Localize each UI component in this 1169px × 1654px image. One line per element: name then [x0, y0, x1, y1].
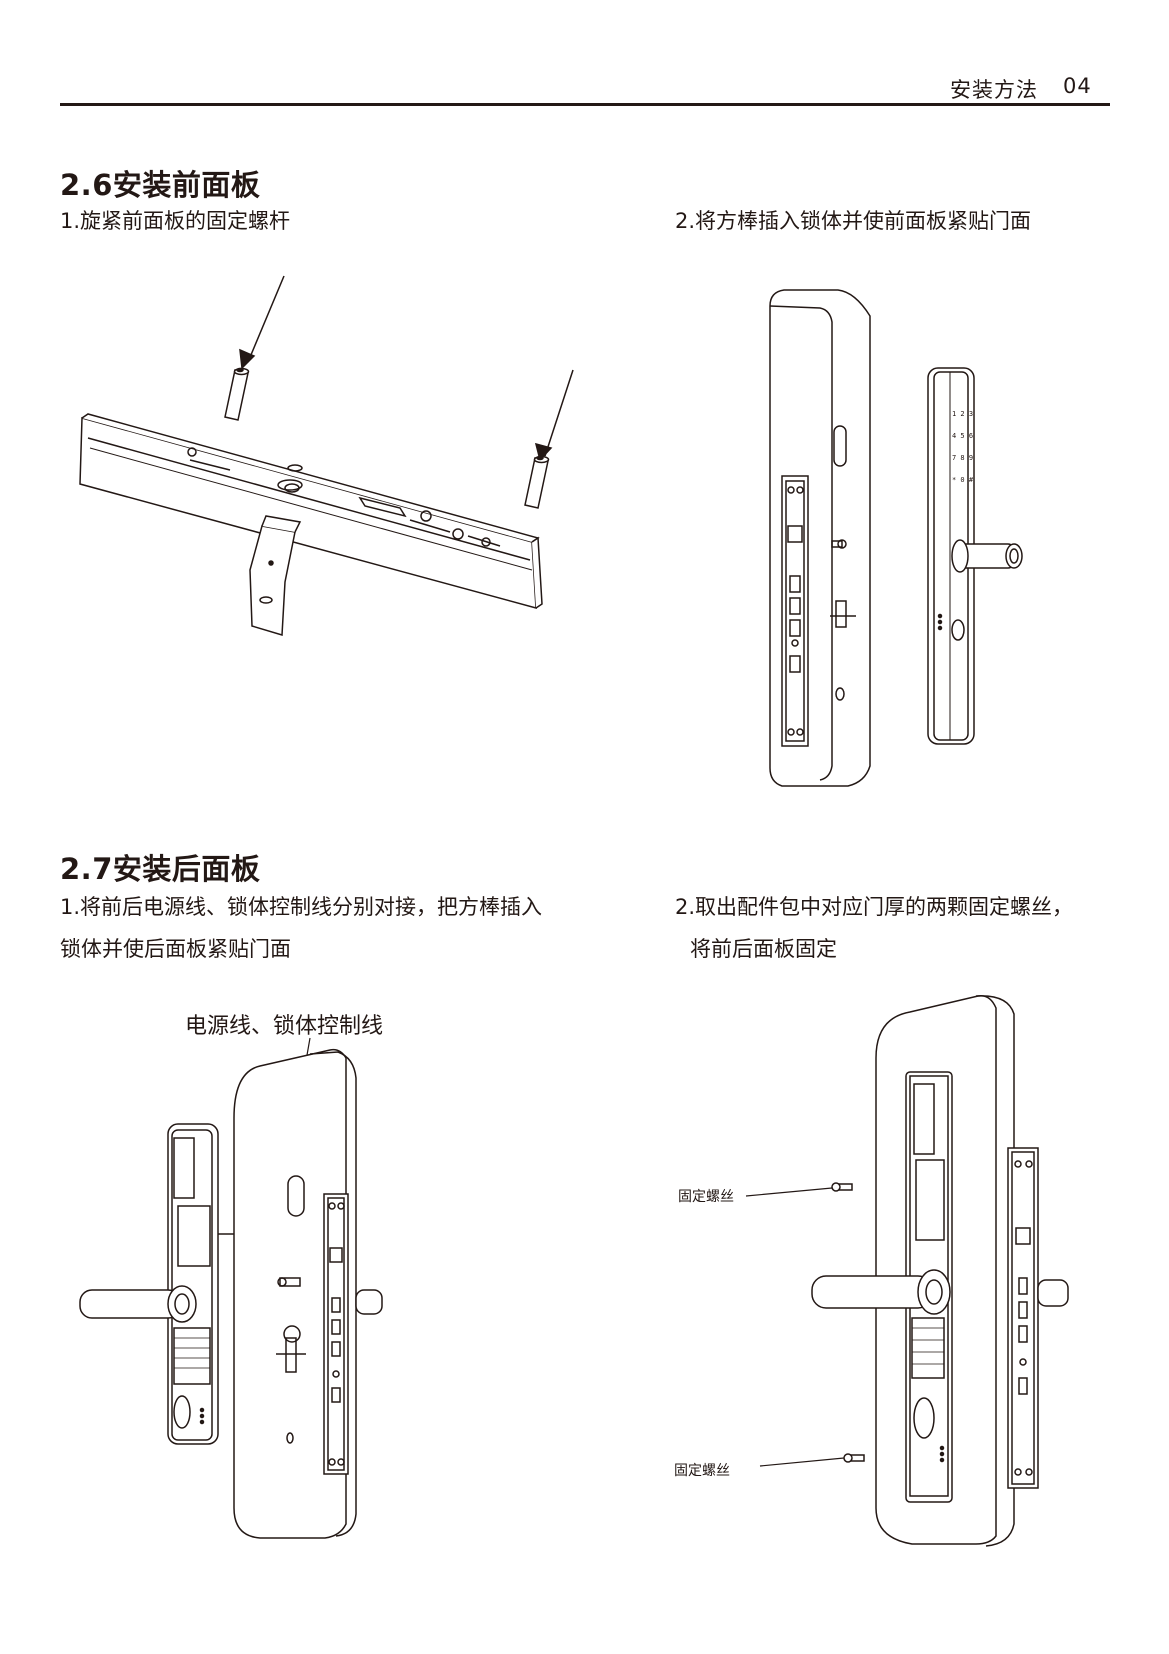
- cable-label: 电源线、锁体控制线: [185, 1014, 384, 1039]
- section-27-step2-line2: 将前后面板固定: [690, 937, 837, 961]
- section-27-step1-line1: 1.将前后电源线、锁体控制线分别对接，把方棒插入: [60, 895, 543, 919]
- section-26-title: 2.6安装前面板: [60, 168, 261, 202]
- header-rule: [60, 103, 1110, 106]
- section-27-title: 2.7安装后面板: [60, 852, 261, 886]
- keypad-row-3: 7 8 9: [952, 454, 973, 462]
- keypad-row-2: 4 5 6: [952, 432, 973, 440]
- keypad-row-4: * 0 #: [952, 476, 974, 484]
- keypad-row-1: 1 2 3: [952, 410, 973, 418]
- screw-label-top: 固定螺丝: [678, 1189, 734, 1205]
- front-panel-back: [234, 1050, 382, 1538]
- fixing-screw-bottom: [844, 1454, 864, 1462]
- screw-left: [225, 369, 249, 421]
- header-section-name: 安装方法: [950, 78, 1038, 102]
- lockbody-front-panel-illustration: 1 2 3 4 5 6 7 8 9 * 0 #: [760, 286, 1060, 806]
- rear-panel-cables-illustration: [70, 1038, 430, 1538]
- section-26-step1: 1.旋紧前面板的固定螺杆: [60, 209, 291, 233]
- fixing-screws-illustration: [740, 988, 1120, 1548]
- section-27-step2-line1: 2.取出配件包中对应门厚的两颗固定螺丝，: [675, 895, 1074, 919]
- keypad-panel-side: 1 2 3 4 5 6 7 8 9 * 0 #: [928, 368, 1022, 744]
- screw-label-bottom: 固定螺丝: [674, 1463, 730, 1479]
- screw-right: [525, 457, 549, 509]
- fixing-screw-top: [832, 1183, 852, 1191]
- rear-panel: [80, 1124, 218, 1444]
- rear-panel-large: [812, 996, 1068, 1546]
- section-27-step1-line2: 锁体并使后面板紧贴门面: [60, 937, 291, 961]
- section-26-step2: 2.将方棒插入锁体并使前面板紧贴门面: [675, 209, 1032, 233]
- page-number: 04: [1063, 74, 1092, 98]
- front-panel-screws-illustration: [70, 270, 590, 680]
- front-panel-side: [770, 290, 870, 786]
